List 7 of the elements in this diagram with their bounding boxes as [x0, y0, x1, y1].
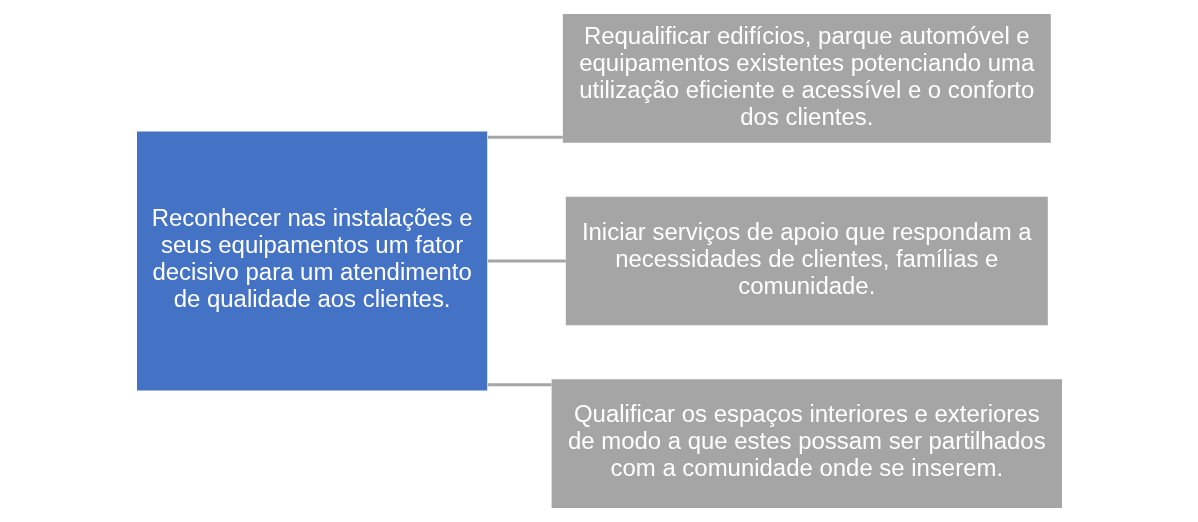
node-box: Requalificar edifícios, parque automóvel e equipamentos existentes potenciando uma utilização eficiente e acessível e o conforto dos clientes.	[562, 14, 1051, 143]
connector	[487, 259, 566, 263]
node-box: Qualificar os espaços interiores e exteriores de modo a que estes possam ser partilhados com a comunidade onde se inserem.	[551, 379, 1062, 508]
node-box: Reconhecer nas instalações e seus equipamentos um fator decisivo para um atendimento de qualidade aos clientes.	[136, 131, 487, 391]
connector	[487, 383, 552, 387]
connector	[487, 135, 563, 139]
node-box: Iniciar serviços de apoio que respondam a necessidades de clientes, famílias e comunidade.	[565, 196, 1048, 326]
